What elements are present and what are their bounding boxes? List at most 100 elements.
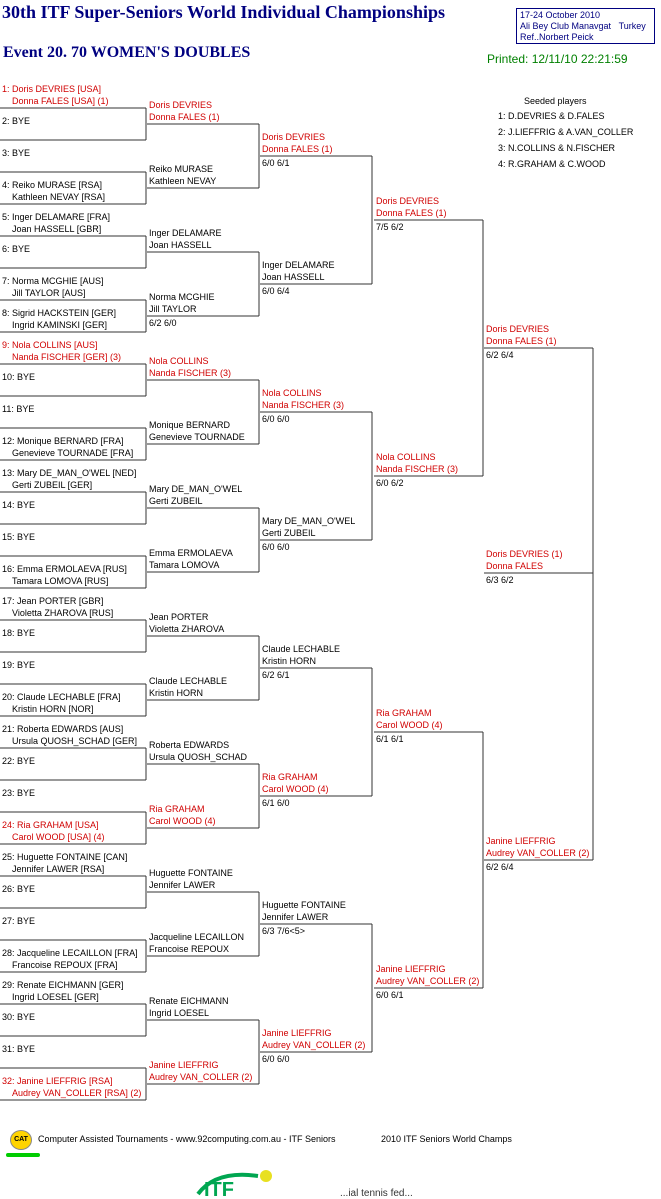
draw-winner-line1: Huguette FONTAINE <box>262 900 346 910</box>
draw-entry-line1: 10: BYE <box>2 372 36 382</box>
match-score: 6/2 6/1 <box>262 670 290 680</box>
draw-winner-line2: Jennifer LAWER <box>262 912 329 922</box>
match-score: 6/3 7/6<5> <box>262 926 306 936</box>
match-score: 6/0 6/0 <box>262 1054 290 1064</box>
draw-winner-line2: Donna FALES (1) <box>149 112 220 122</box>
match-score: 6/0 6/4 <box>262 286 290 296</box>
cat-logo-underline <box>6 1153 40 1157</box>
draw-entry-line2: Kristin HORN [NOR] <box>12 704 94 714</box>
draw-winner-line1: Nola COLLINS <box>262 388 322 398</box>
draw-entry-line1: 12: Monique BERNARD [FRA] <box>2 436 124 446</box>
draw-winner-line1: Claude LECHABLE <box>149 676 228 686</box>
draw-winner-line1: Renate EICHMANN <box>149 996 229 1006</box>
match-score: 6/0 6/0 <box>262 542 290 552</box>
draw-winner-line1: Ria GRAHAM <box>149 804 205 814</box>
draw-winner-line1: Ria GRAHAM <box>262 772 318 782</box>
event-title: Event 20. 70 WOMEN'S DOUBLES <box>3 44 251 61</box>
draw-entry-line1: 32: Janine LIEFFRIG [RSA] <box>2 1076 113 1086</box>
draw-entry-line1: 29: Renate EICHMANN [GER] <box>2 980 124 990</box>
draw-winner-line2: Kathleen NEVAY <box>149 176 217 186</box>
seeded-players-list: Seeded players 1: D.DEVRIES & D.FALES 2:… <box>498 96 633 175</box>
draw-entry-line2: Ingrid LOESEL [GER] <box>12 992 99 1002</box>
draw-winner-line1: Reiko MURASE <box>149 164 214 174</box>
draw-winner-line1: Janine LIEFFRIG <box>149 1060 219 1070</box>
draw-entry-line1: 14: BYE <box>2 500 36 510</box>
draw-winner-line2: Kristin HORN <box>149 688 204 698</box>
draw-entry-line1: 6: BYE <box>2 244 31 254</box>
draw-winner-line1: Janine LIEFFRIG <box>376 964 446 974</box>
draw-winner-line2: Francoise REPOUX <box>149 944 230 954</box>
page-title: 30th ITF Super-Seniors World Individual … <box>2 2 445 22</box>
draw-winner-line2: Nanda FISCHER (3) <box>262 400 345 410</box>
draw-entry-line2: Carol WOOD [USA] (4) <box>12 832 105 842</box>
draw-entry-line1: 30: BYE <box>2 1012 36 1022</box>
draw-entry-line1: 21: Roberta EDWARDS [AUS] <box>2 724 124 734</box>
draw-winner-line2: Carol WOOD (4) <box>262 784 329 794</box>
draw-winner-line2: Violetta ZHAROVA <box>149 624 225 634</box>
draw-entry-line2: Jennifer LAWER [RSA] <box>12 864 105 874</box>
draw-winner-line2: Carol WOOD (4) <box>149 816 216 826</box>
draw-winner-line1: Jean PORTER <box>149 612 209 622</box>
draw-winner-line1: Ria GRAHAM <box>376 708 432 718</box>
draw-winner-line2: Carol WOOD (4) <box>376 720 443 730</box>
draw-entry-line1: 28: Jacqueline LECAILLON [FRA] <box>2 948 138 958</box>
draw-winner-line1: Huguette FONTAINE <box>149 868 233 878</box>
draw-winner-line2: Audrey VAN_COLLER (2) <box>486 848 590 858</box>
draw-entry-line2: Jill TAYLOR [AUS] <box>12 288 86 298</box>
tournament-referee: Ref..Norbert Peick <box>520 32 594 42</box>
match-score: 6/3 6/2 <box>486 575 514 585</box>
draw-entry-line1: 23: BYE <box>2 788 36 798</box>
draw-winner-line2: Ursula QUOSH_SCHAD <box>149 752 248 762</box>
draw-entry-line1: 24: Ria GRAHAM [USA] <box>2 820 99 830</box>
match-score: 6/1 6/1 <box>376 734 404 744</box>
draw-winner-line2: Joan HASSELL <box>149 240 212 250</box>
draw-entry-line2: Genevieve TOURNADE [FRA] <box>12 448 134 458</box>
draw-winner-line2: Audrey VAN_COLLER (2) <box>262 1040 366 1050</box>
draw-winner-line2: Kristin HORN <box>262 656 317 666</box>
tournament-venue: Ali Bey Club Manavgat Turkey <box>520 21 646 31</box>
cat-logo-icon: CAT <box>10 1130 32 1150</box>
tournament-dates: 17-24 October 2010 <box>520 10 601 20</box>
draw-entry-line1: 2: BYE <box>2 116 31 126</box>
draw-entry-line1: 11: BYE <box>2 404 35 414</box>
draw-winner-line2: Nanda FISCHER (3) <box>376 464 459 474</box>
seeded-heading: Seeded players <box>524 96 587 106</box>
draw-winner-line2: Donna FALES <box>486 561 544 571</box>
seeded-item: 4: R.GRAHAM & C.WOOD <box>498 159 606 169</box>
draw-winner-line1: Mary DE_MAN_O'WEL <box>149 484 243 494</box>
draw-winner-line1: Doris DEVRIES (1) <box>486 549 563 559</box>
seeded-item: 3: N.COLLINS & N.FISCHER <box>498 143 616 153</box>
draw-winner-line2: Ingrid LOESEL <box>149 1008 210 1018</box>
draw-entry-line1: 3: BYE <box>2 148 31 158</box>
draw-winner-line2: Jill TAYLOR <box>149 304 197 314</box>
draw-winner-line1: Inger DELAMARE <box>149 228 222 238</box>
draw-winner-line2: Audrey VAN_COLLER (2) <box>376 976 480 986</box>
match-score: 6/2 6/0 <box>149 318 177 328</box>
printed-timestamp: Printed: 12/11/10 22:21:59 <box>487 52 628 66</box>
draw-winner-line2: Tamara LOMOVA <box>149 560 220 570</box>
draw-entry-line1: 16: Emma ERMOLAEVA [RUS] <box>2 564 127 574</box>
match-score: 6/0 6/1 <box>376 990 404 1000</box>
draw-winner-line1: Janine LIEFFRIG <box>486 836 556 846</box>
match-score: 7/5 6/2 <box>376 222 404 232</box>
draw-winner-line2: Audrey VAN_COLLER (2) <box>149 1072 253 1082</box>
footer-event-name: 2010 ITF Seniors World Champs <box>381 1134 512 1144</box>
draw-winner-line1: Monique BERNARD <box>149 420 231 430</box>
match-score: 6/0 6/1 <box>262 158 290 168</box>
tournament-info-box: 17-24 October 2010 Ali Bey Club Manavgat… <box>516 8 655 44</box>
draw-winner-line1: Jacqueline LECAILLON <box>149 932 245 942</box>
draw-winner-line2: Gerti ZUBEIL <box>262 528 316 538</box>
draw-entry-line2: Violetta ZHAROVA [RUS] <box>12 608 114 618</box>
draw-entry-line1: 8: Sigrid HACKSTEIN [GER] <box>2 308 117 318</box>
match-score: 6/1 6/0 <box>262 798 290 808</box>
match-score: 6/2 6/4 <box>486 862 514 872</box>
draw-entry-line2: Kathleen NEVAY [RSA] <box>12 192 106 202</box>
footer: CAT Computer Assisted Tournaments - www.… <box>0 1126 661 1199</box>
draw-entry-line2: Francoise REPOUX [FRA] <box>12 960 118 970</box>
draw-entry-line2: Nanda FISCHER [GER] (3) <box>12 352 122 362</box>
draw-winner-line2: Joan HASSELL <box>262 272 325 282</box>
draw-entry-line2: Audrey VAN_COLLER [RSA] (2) <box>12 1088 142 1098</box>
draw-entry-line1: 15: BYE <box>2 532 36 542</box>
draw-winner-line1: Mary DE_MAN_O'WEL <box>262 516 356 526</box>
draw-entry-line2: Joan HASSELL [GBR] <box>12 224 102 234</box>
